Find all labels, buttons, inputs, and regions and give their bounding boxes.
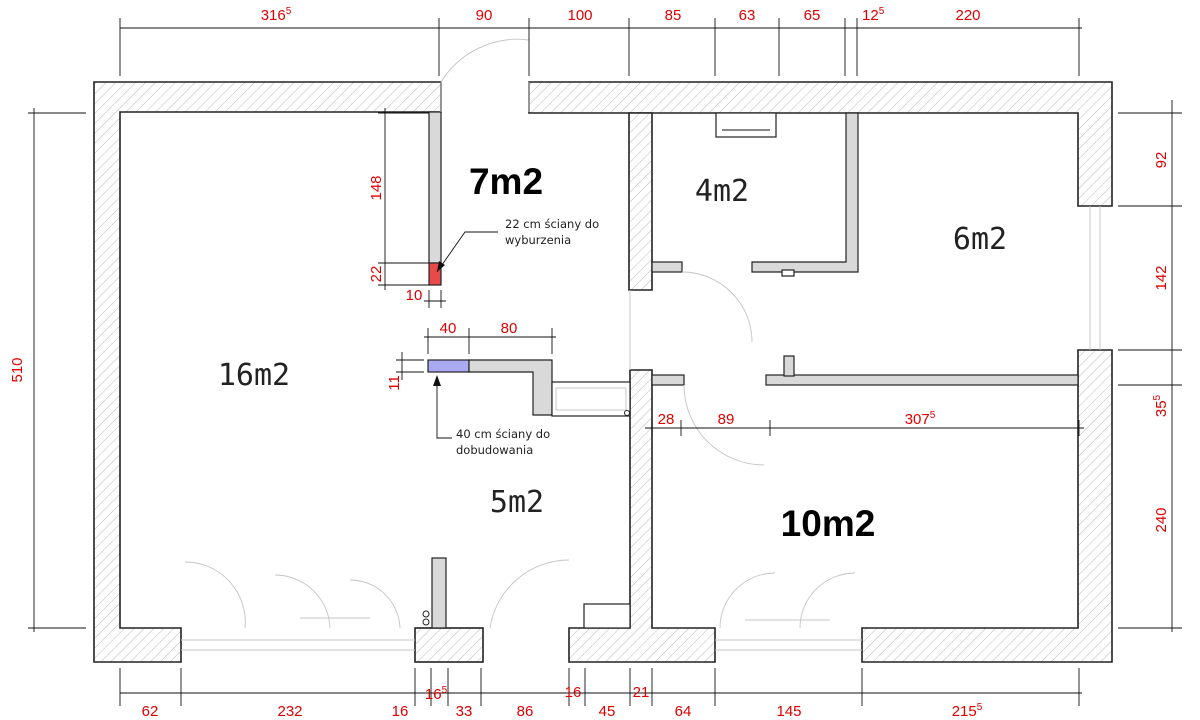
exterior-walls (93, 81, 1113, 663)
partition-post (783, 355, 795, 377)
room-bedroom-label: 10m2 (781, 503, 876, 544)
note-demolish-line2: wyburzenia (505, 233, 571, 247)
room-east-label: 6m2 (953, 222, 1007, 257)
dim-bottom-3: 16 (392, 703, 409, 720)
counter-south (583, 603, 631, 629)
wall-center-upper (628, 112, 653, 291)
wall-to-build (427, 359, 470, 373)
dim-right-4: 240 (1153, 507, 1170, 532)
partition-kitchen (468, 359, 553, 416)
dim-top-8: 220 (955, 7, 980, 24)
wall-south-pier (414, 627, 484, 663)
dim-right-2: 142 (1153, 265, 1170, 290)
wall-south-center (568, 369, 716, 663)
room-hall-label: 7m2 (469, 161, 543, 202)
dim-11: 11 (386, 375, 403, 391)
partition-south-column (431, 557, 447, 629)
note-build-line2: dobudowania (456, 443, 533, 457)
partition-hall-west (428, 111, 442, 264)
room-small-label: 4m2 (695, 174, 749, 209)
room-living-label: 16m2 (218, 358, 290, 393)
dim-40: 40 (440, 320, 457, 337)
dim-bottom-12: 2155 (952, 702, 983, 720)
fixtures (422, 112, 795, 629)
dim-bottom-9: 21 (633, 684, 650, 701)
dim-307: 3075 (905, 410, 936, 428)
dim-bottom-4: 165 (425, 685, 448, 703)
dim-28: 28 (658, 411, 675, 428)
dim-bottom-1: 62 (142, 703, 159, 720)
partition-stub-west (651, 261, 683, 273)
wall-east-lower (861, 349, 1113, 663)
dimension-labels: 3165 90 100 85 63 65 125 220 62 232 16 1… (9, 6, 1170, 720)
dim-bottom-6: 86 (517, 703, 534, 720)
note-build-line1: 40 cm ściany do (456, 427, 550, 441)
dim-10: 10 (406, 287, 423, 304)
dim-top-3: 100 (567, 7, 592, 24)
openings (181, 38, 1101, 651)
dim-top-7: 125 (862, 6, 885, 24)
counter-kitchen (551, 381, 631, 417)
radiator-stub (781, 269, 795, 277)
dim-80: 80 (501, 320, 518, 337)
counter-north (715, 112, 777, 138)
dimension-lines (28, 18, 1182, 706)
dim-top-4: 85 (665, 7, 682, 24)
partition-bedroom-north (765, 374, 1079, 386)
dim-bottom-8: 45 (599, 703, 616, 720)
dim-bottom-11: 145 (776, 703, 801, 720)
dim-89: 89 (718, 411, 735, 428)
dim-right-1: 92 (1153, 152, 1170, 169)
annotations: 22 cm ściany do wyburzenia 40 cm ściany … (456, 217, 599, 457)
dim-22: 22 (368, 266, 385, 283)
dim-bottom-7: 16 (565, 684, 582, 701)
partition-room-east (751, 112, 859, 273)
dim-top-1: 3165 (261, 6, 292, 24)
dim-top-6: 65 (804, 7, 821, 24)
dim-top-5: 63 (739, 7, 756, 24)
partition-walls (427, 111, 1079, 629)
dim-top-2: 90 (476, 7, 493, 24)
dim-148: 148 (368, 175, 385, 200)
dim-bottom-2: 232 (277, 703, 302, 720)
room-labels: 16m2 7m2 4m2 6m2 5m2 10m2 (218, 161, 1007, 544)
note-demolish-line1: 22 cm ściany do (505, 217, 599, 231)
dim-bottom-10: 64 (675, 703, 692, 720)
room-middle-label: 5m2 (490, 485, 544, 520)
dim-left: 510 (9, 357, 26, 382)
partition-bedroom-stub (651, 374, 685, 386)
wall-north-east (528, 81, 1113, 207)
dim-bottom-5: 33 (456, 703, 473, 720)
dim-right-3: 355 (1152, 394, 1170, 417)
